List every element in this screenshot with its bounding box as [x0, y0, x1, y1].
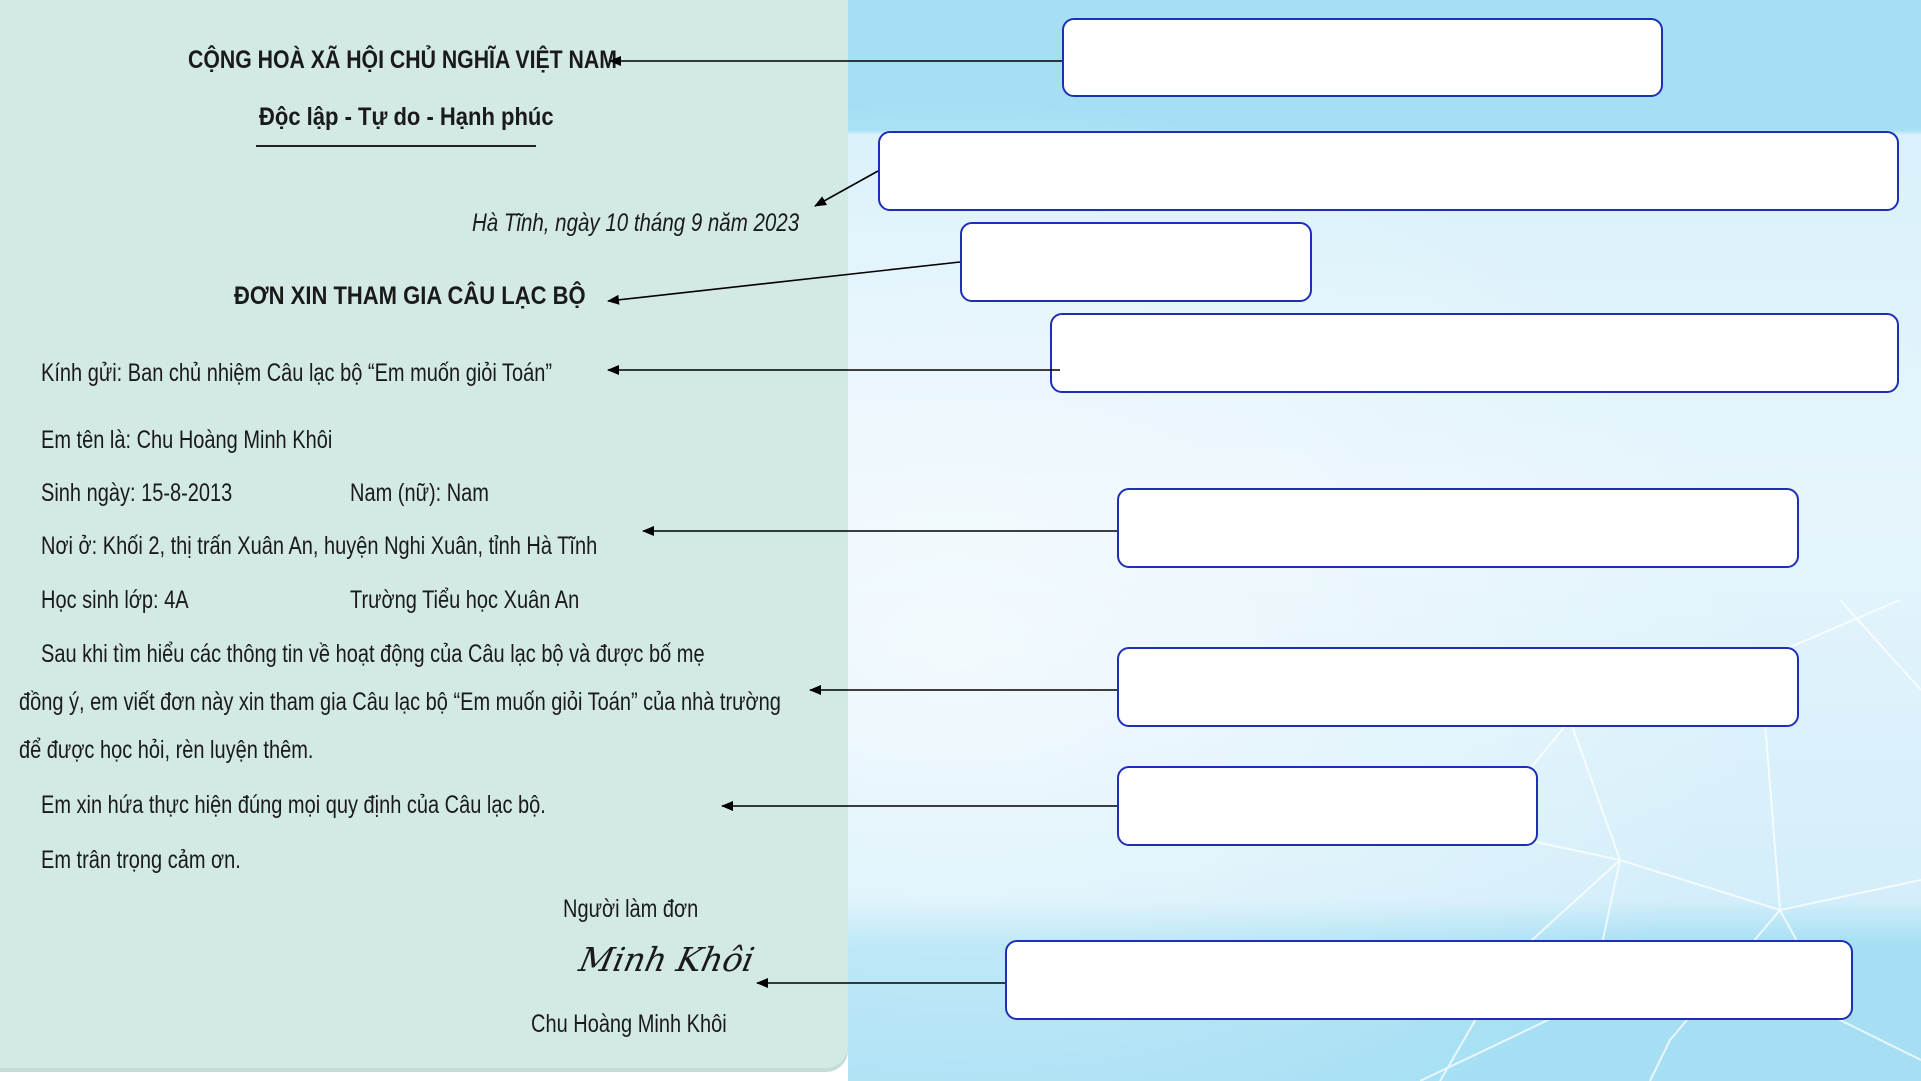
- answer-box-8[interactable]: [1005, 940, 1853, 1020]
- address-line: Nơi ở: Khối 2, thị trấn Xuân An, huyện N…: [41, 532, 598, 560]
- thanks-line: Em trân trọng cảm ơn.: [41, 846, 241, 874]
- signature: Minh Khôi: [575, 940, 758, 979]
- answer-box-5[interactable]: [1117, 488, 1799, 568]
- promise-line: Em xin hứa thực hiện đúng mọi quy định c…: [41, 791, 546, 819]
- national-title: CỘNG HOÀ XÃ HỘI CHỦ NGHĨA VIỆT NAM: [188, 46, 617, 74]
- birth-line: Sinh ngày: 15-8-2013: [41, 479, 233, 507]
- signer-name: Chu Hoàng Minh Khôi: [531, 1010, 727, 1038]
- answer-box-4[interactable]: [1050, 313, 1899, 393]
- recipient-line: Kính gửi: Ban chủ nhiệm Câu lạc bộ “Em m…: [41, 359, 553, 387]
- document-title: ĐƠN XIN THAM GIA CÂU LẠC BỘ: [234, 282, 586, 310]
- reason-line-1: Sau khi tìm hiểu các thông tin về hoạt đ…: [41, 640, 705, 668]
- answer-box-1[interactable]: [1062, 18, 1663, 97]
- reason-line-3: để được học hỏi, rèn luyện thêm.: [19, 736, 314, 764]
- answer-box-6[interactable]: [1117, 647, 1799, 727]
- answer-box-2[interactable]: [878, 131, 1899, 211]
- reason-line-2: đồng ý, em viết đơn này xin tham gia Câu…: [19, 688, 781, 716]
- answer-box-3[interactable]: [960, 222, 1312, 302]
- place-date: Hà Tĩnh, ngày 10 tháng 9 năm 2023: [472, 209, 800, 237]
- name-line: Em tên là: Chu Hoàng Minh Khôi: [41, 426, 333, 454]
- class-line: Học sinh lớp: 4A: [41, 586, 189, 614]
- school-line: Trường Tiểu học Xuân An: [350, 586, 580, 614]
- gender-line: Nam (nữ): Nam: [350, 479, 489, 507]
- answer-box-7[interactable]: [1117, 766, 1538, 846]
- motto: Độc lập - Tự do - Hạnh phúc: [259, 103, 554, 131]
- application-document: [0, 0, 848, 1068]
- signer-role: Người làm đơn: [563, 895, 699, 923]
- motto-underline: [256, 145, 536, 147]
